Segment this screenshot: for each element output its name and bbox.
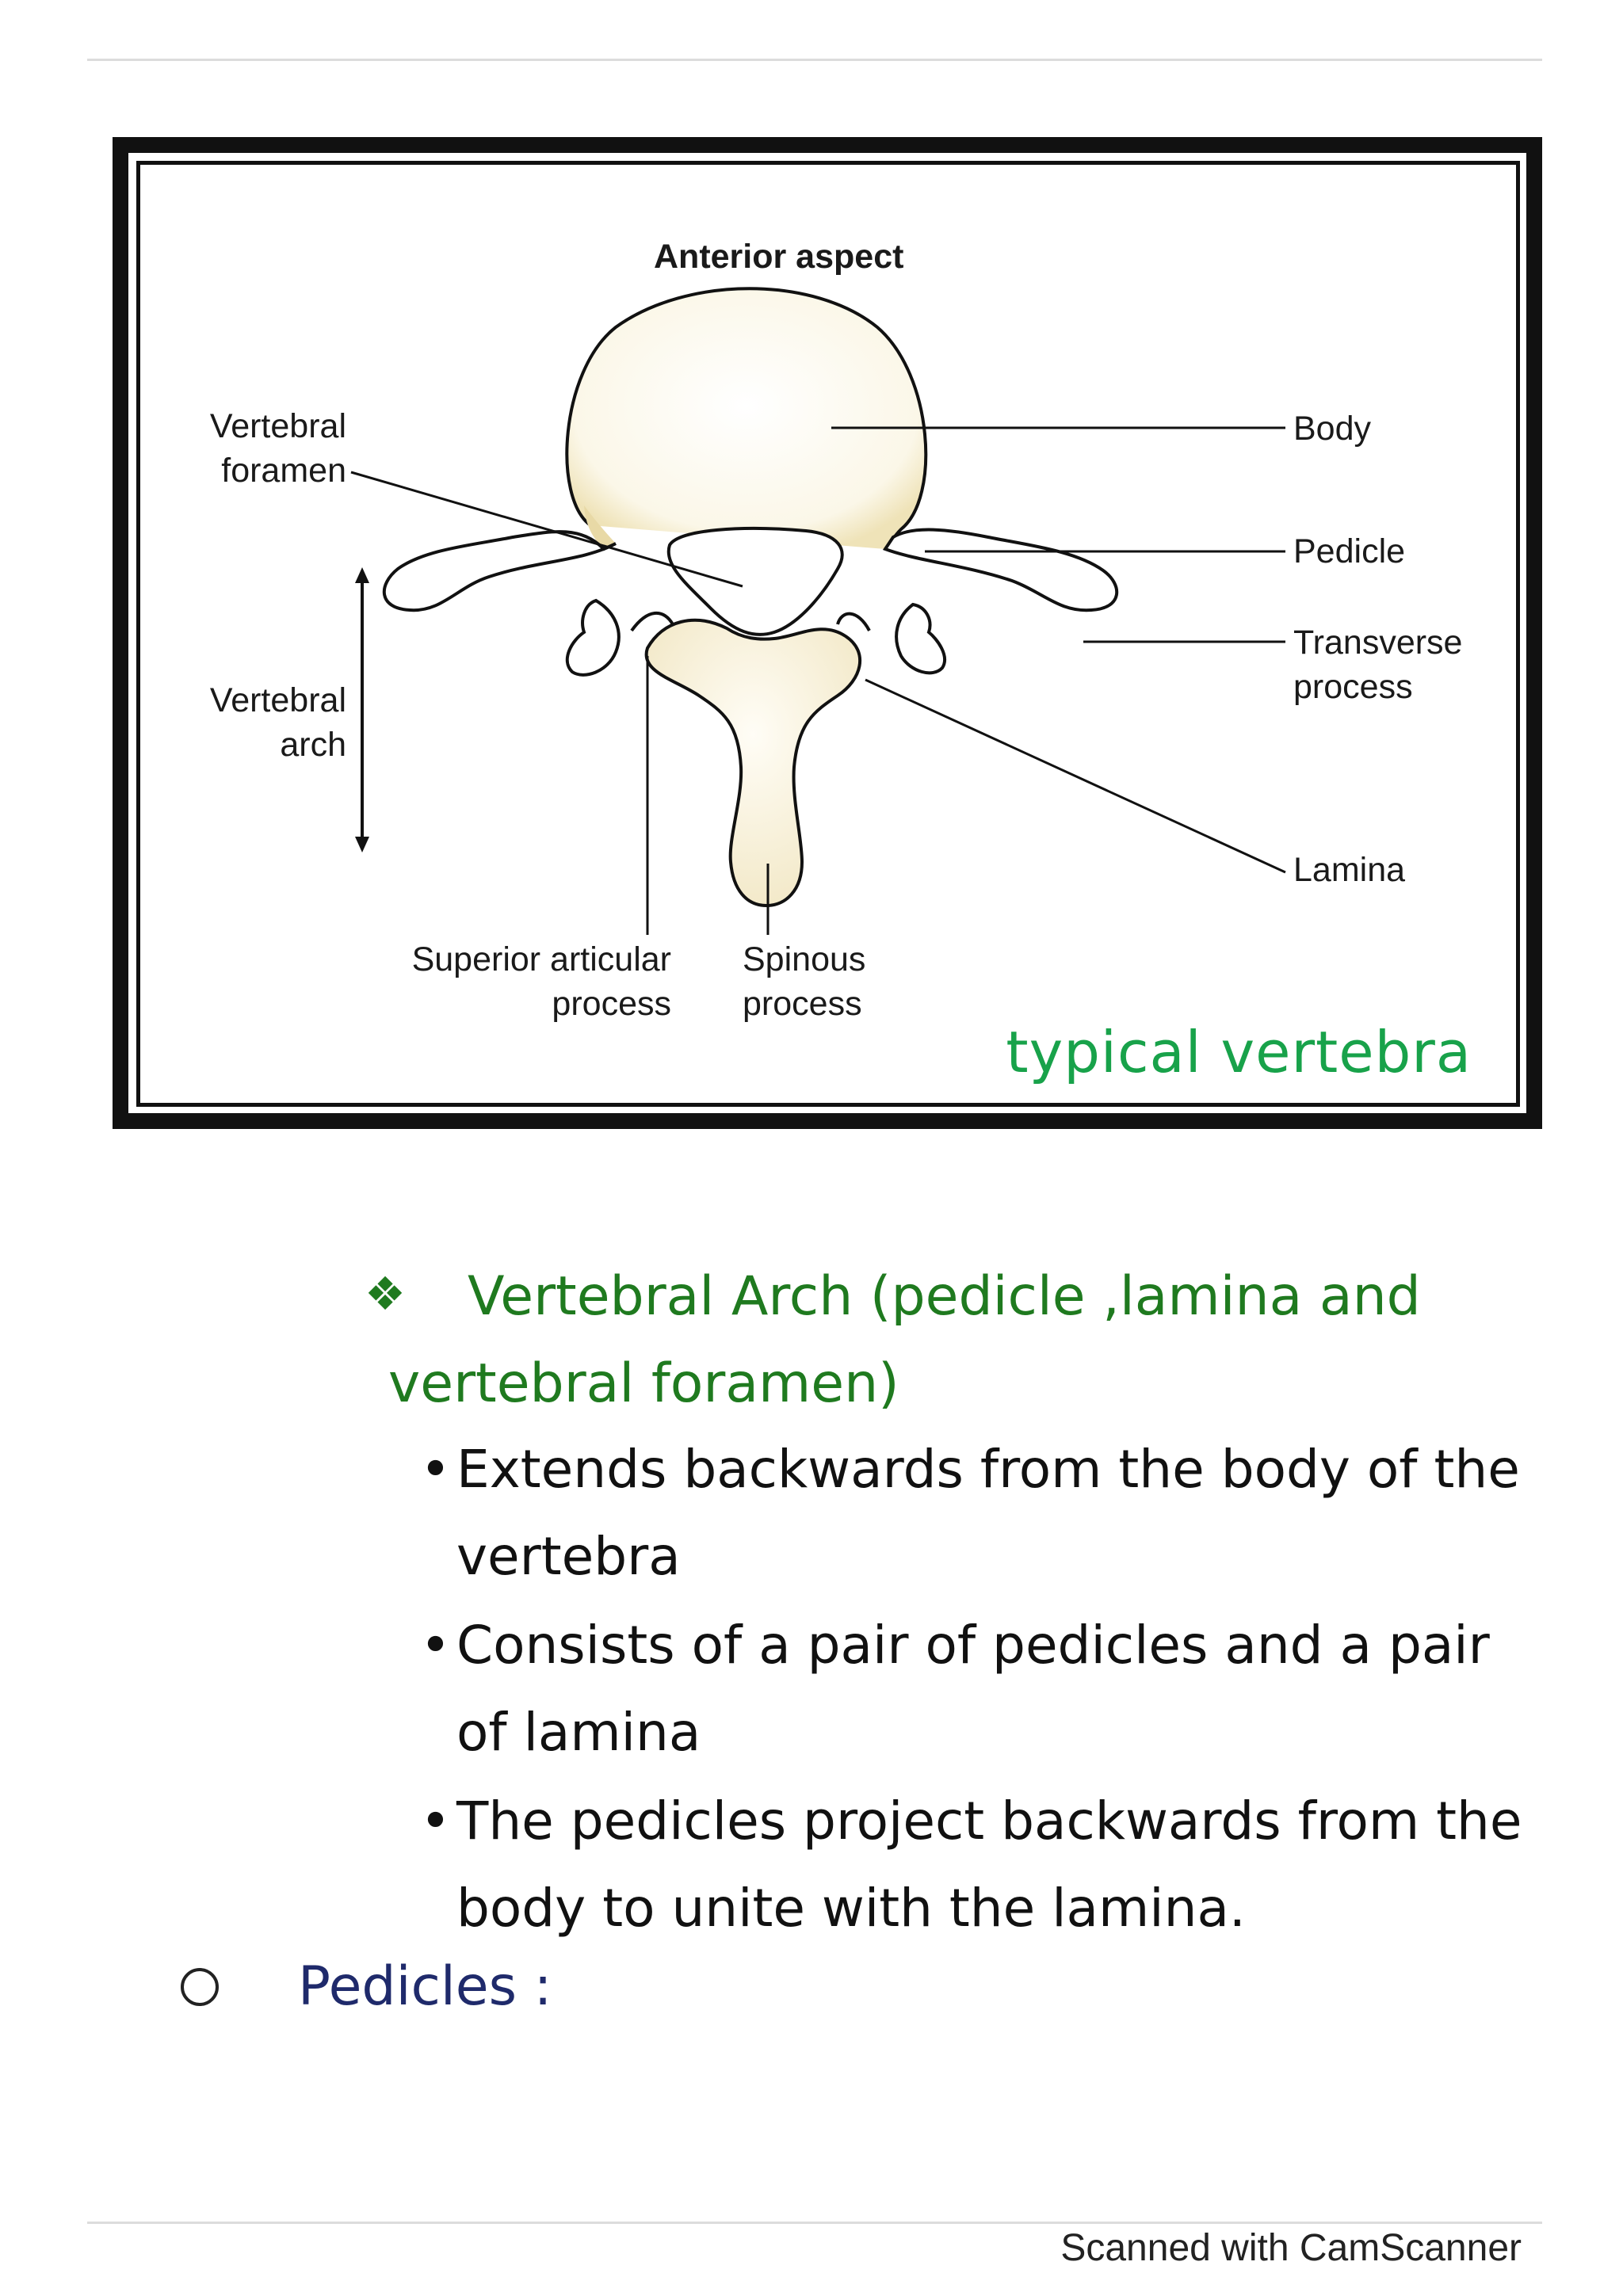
- figure-panel: Anterior aspect Vertebral foramen Verteb…: [136, 161, 1520, 1107]
- vertebral-foramen-label: Vertebral foramen: [164, 404, 346, 493]
- top-divider: [87, 59, 1542, 61]
- diamond-bullet-icon: ❖: [365, 1250, 436, 1337]
- bullet-dot-icon: •: [420, 1426, 451, 1513]
- list-item: •Extends backwards from the body of the …: [420, 1426, 1529, 1600]
- pedicles-text: Pedicles :: [298, 1955, 552, 2018]
- circle-bullet-icon: [181, 1968, 219, 2006]
- heading-line-1: Vertebral Arch (pedicle ,lamina and: [468, 1265, 1421, 1328]
- arch-arrow-head-down: [355, 837, 369, 852]
- body-label: Body: [1293, 406, 1371, 451]
- superior-articular-process-label: Superior articular process: [259, 937, 671, 1026]
- scanner-watermark: Scanned with CamScanner: [1060, 2226, 1522, 2270]
- anterior-aspect-label: Anterior aspect: [654, 235, 903, 279]
- vertebral-arch-label: Vertebral arch: [164, 678, 346, 767]
- section-heading: ❖Vertebral Arch (pedicle ,lamina and ver…: [388, 1250, 1514, 1428]
- bullet-text: Extends backwards from the body of the v…: [456, 1439, 1520, 1587]
- lamina-right-shape: [896, 605, 945, 673]
- bottom-divider: [87, 2222, 1542, 2224]
- figure-frame: Anterior aspect Vertebral foramen Verteb…: [113, 137, 1542, 1129]
- bullet-text: The pedicles project backwards from the …: [456, 1791, 1522, 1939]
- spinous-process-label: Spinous process: [743, 937, 865, 1026]
- vertebral-body-shape: [567, 288, 926, 549]
- lamina-left-shape: [567, 601, 619, 675]
- leader-lamina: [865, 680, 1285, 872]
- superior-articular-right: [838, 614, 869, 631]
- figure-caption: typical vertebra: [1006, 1019, 1472, 1085]
- list-item: •Consists of a pair of pedicles and a pa…: [420, 1602, 1529, 1776]
- pedicles-subheading: Pedicles :: [181, 1955, 552, 2018]
- bullet-dot-icon: •: [420, 1778, 451, 1865]
- bullet-text: Consists of a pair of pedicles and a pai…: [456, 1615, 1490, 1763]
- lamina-label: Lamina: [1293, 848, 1405, 892]
- list-item: •The pedicles project backwards from the…: [420, 1778, 1529, 1952]
- transverse-process-label: Transverse process: [1293, 620, 1462, 709]
- heading-line-2: vertebral foramen): [388, 1341, 1514, 1428]
- figure-frame-white: Anterior aspect Vertebral foramen Verteb…: [128, 153, 1526, 1113]
- pedicle-label: Pedicle: [1293, 529, 1405, 574]
- vertebral-arch-shape: [384, 532, 616, 610]
- spinous-process-shape: [647, 620, 861, 906]
- bullet-dot-icon: •: [420, 1602, 451, 1689]
- arch-arrow-head-up: [355, 567, 369, 583]
- right-transverse-shape: [885, 530, 1117, 611]
- bullet-list: •Extends backwards from the body of the …: [420, 1426, 1529, 1954]
